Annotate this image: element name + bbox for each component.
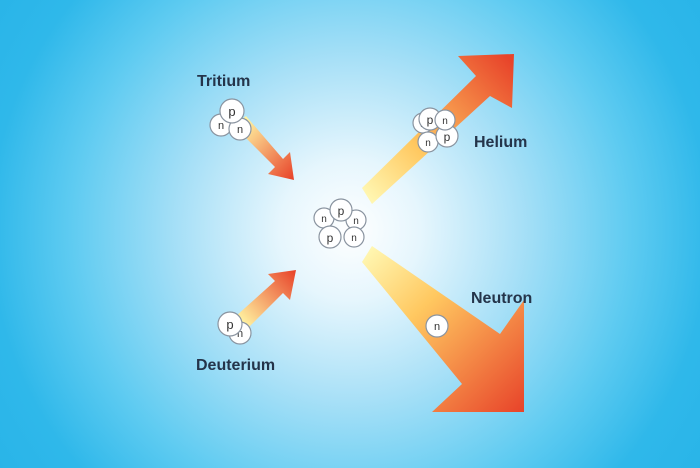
proton-symbol: p bbox=[327, 231, 334, 245]
neutron-particle: n bbox=[417, 131, 439, 153]
neutron-symbol: n bbox=[321, 214, 327, 225]
fusion-nucleus: n n p n p bbox=[313, 198, 367, 249]
proton-particle: p bbox=[219, 98, 245, 124]
neutron-symbol: n bbox=[237, 124, 243, 136]
deuterium-label: Deuterium bbox=[196, 357, 276, 374]
helium-label: Helium bbox=[474, 134, 528, 151]
neutron-symbol: n bbox=[442, 116, 448, 127]
helium-nucleus: n n p p n bbox=[412, 107, 459, 153]
neutron-symbol: n bbox=[351, 233, 357, 244]
proton-symbol: p bbox=[228, 104, 235, 119]
proton-particle: p bbox=[329, 198, 353, 222]
deuterium-nucleus: n p bbox=[217, 311, 252, 345]
neutron-symbol: n bbox=[434, 321, 440, 333]
neutron-particle: n bbox=[343, 226, 365, 248]
neutron-symbol: n bbox=[425, 138, 431, 149]
proton-symbol: p bbox=[427, 113, 434, 127]
proton-symbol: p bbox=[226, 317, 233, 332]
neutron-symbol: n bbox=[218, 120, 224, 132]
proton-particle: p bbox=[318, 225, 342, 249]
neutron-label: Neutron bbox=[471, 290, 533, 307]
proton-symbol: p bbox=[444, 130, 451, 144]
free-neutron: n bbox=[425, 314, 449, 338]
deuterium-arrow bbox=[236, 270, 296, 328]
tritium-nucleus: n n p bbox=[209, 98, 252, 141]
proton-particle: p bbox=[217, 311, 243, 337]
neutron-particle: n bbox=[434, 109, 456, 131]
neutron-symbol: n bbox=[237, 328, 243, 340]
proton-symbol: p bbox=[338, 204, 345, 218]
neutron-symbol: n bbox=[353, 216, 359, 227]
tritium-label: Tritium bbox=[197, 73, 251, 90]
